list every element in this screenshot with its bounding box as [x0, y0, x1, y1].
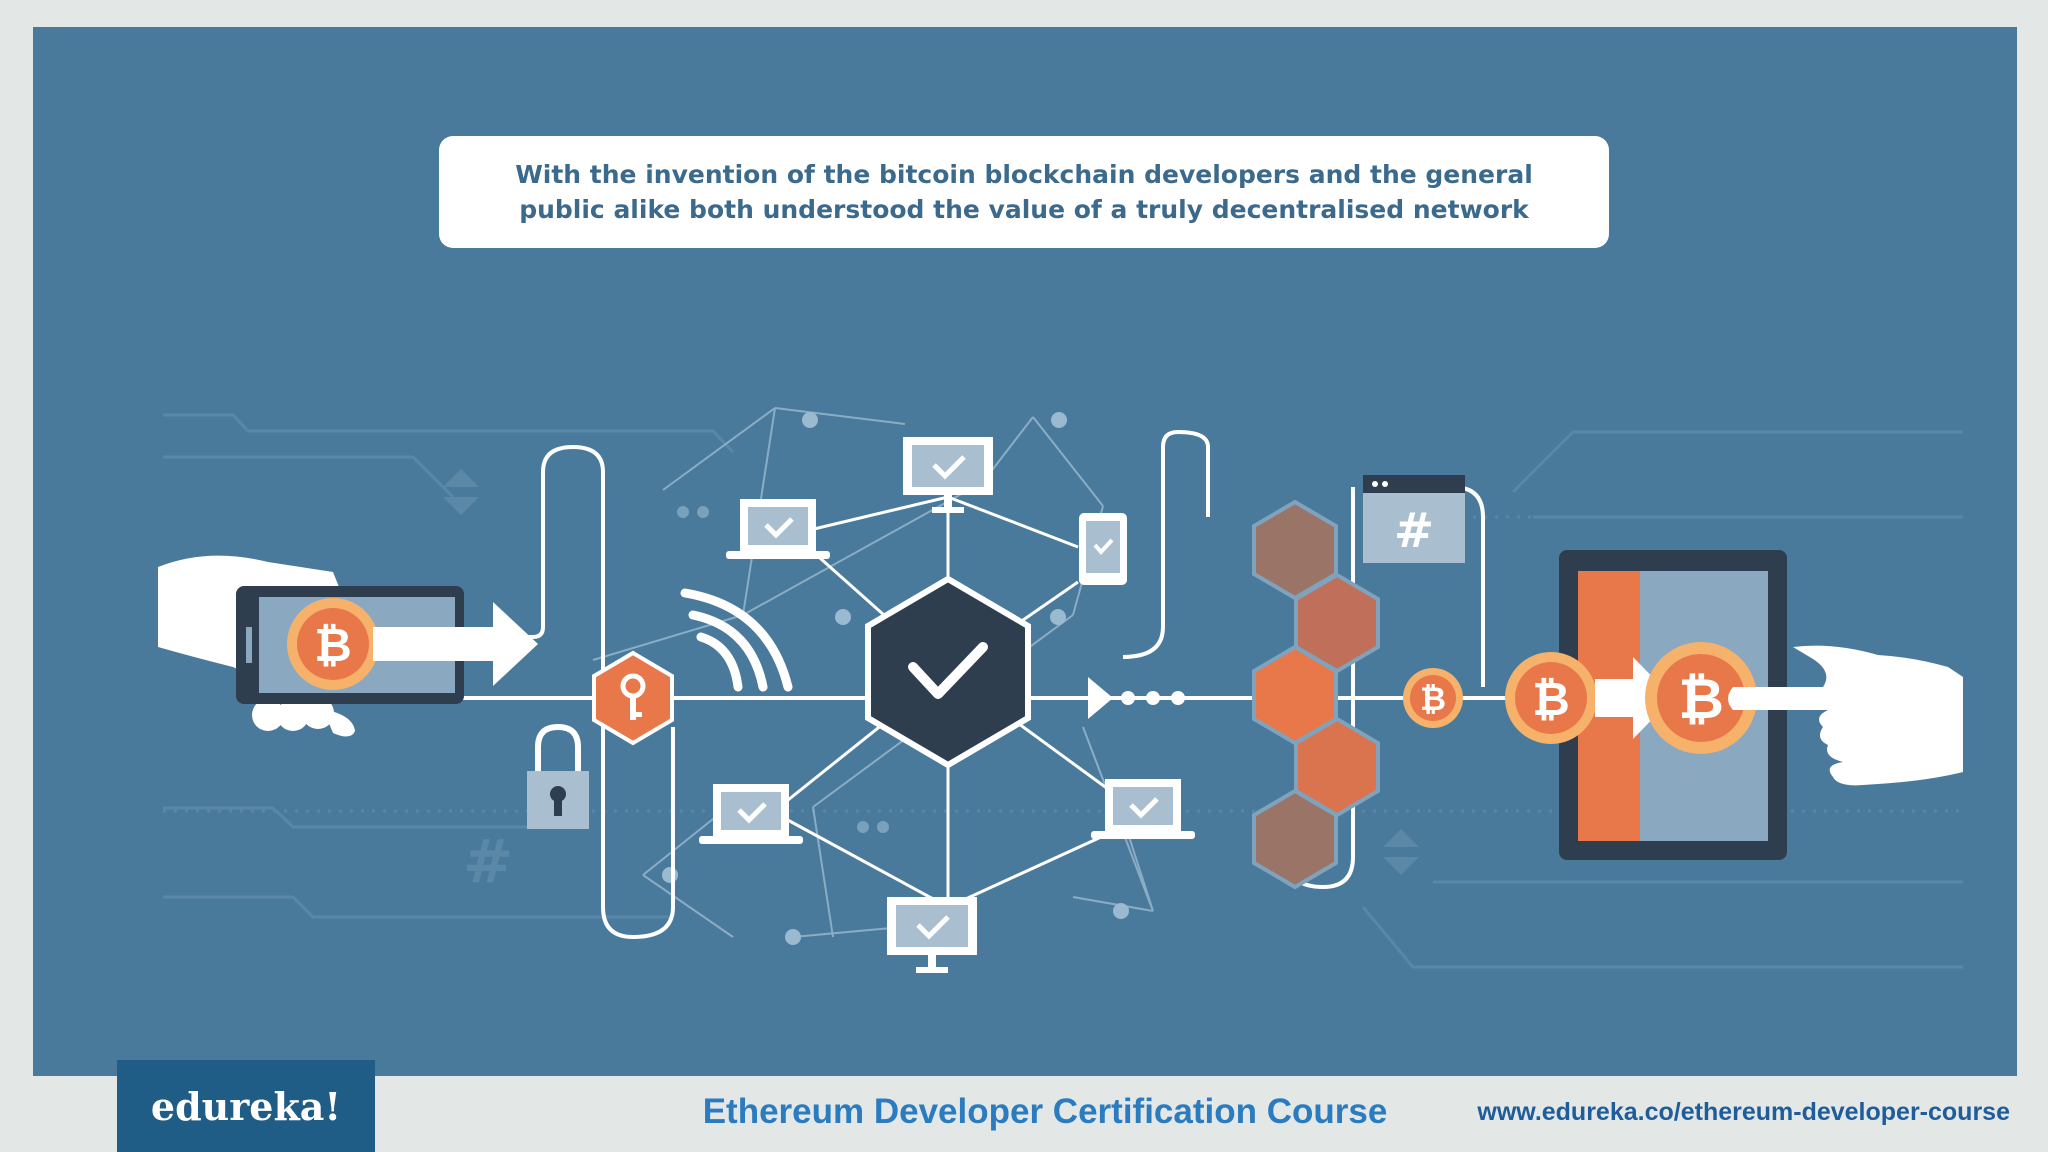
send-arrow-icon — [373, 602, 538, 686]
bitcoin-icon: ₿ — [1505, 652, 1597, 744]
laptop-icon — [1091, 779, 1195, 839]
laptop-icon — [726, 499, 830, 559]
svg-text:₿: ₿ — [1678, 667, 1724, 732]
wifi-icon — [680, 588, 793, 692]
transfer-arrow-icon — [1595, 657, 1673, 739]
pointing-hand-icon — [1728, 645, 1963, 786]
network-nodes — [662, 412, 1129, 945]
key-icon — [592, 650, 674, 746]
flow-arrow-icon — [1088, 677, 1113, 719]
blockchain-illustration: # — [158, 407, 1963, 973]
lock-icon — [527, 723, 589, 829]
monitor-icon — [887, 897, 977, 973]
faint-arrows — [443, 469, 1419, 875]
monitor-icon — [903, 437, 993, 513]
course-url-link[interactable]: www.edureka.co/ethereum-developer-course — [1477, 1098, 2010, 1126]
caption-box: With the invention of the bitcoin blockc… — [439, 136, 1609, 248]
laptop-icon — [699, 784, 803, 844]
svg-text:₿: ₿ — [1420, 680, 1446, 718]
edureka-logo[interactable]: edureka! — [117, 1060, 375, 1152]
ellipsis-dots — [1121, 691, 1185, 705]
svg-text:#: # — [1394, 503, 1434, 559]
mobile-icon — [1079, 513, 1127, 585]
logo-text: edureka! — [150, 1083, 342, 1129]
hexagon-chain-icon — [1252, 499, 1380, 890]
faint-hash-icon: # — [463, 827, 513, 897]
checkmark-icon — [865, 575, 1031, 769]
bitcoin-icon: ₿ — [1645, 642, 1757, 754]
caption-text: With the invention of the bitcoin blockc… — [515, 160, 1533, 224]
slide: With the invention of the bitcoin blockc… — [33, 27, 2017, 1076]
svg-text:#: # — [463, 827, 513, 897]
bitcoin-icon: ₿ — [287, 598, 379, 690]
svg-text:₿: ₿ — [1532, 672, 1570, 726]
bitcoin-icon: ₿ — [1403, 668, 1463, 728]
hash-window-icon: # — [1363, 475, 1465, 563]
svg-text:₿: ₿ — [314, 618, 352, 672]
course-title: Ethereum Developer Certification Course — [702, 1092, 1388, 1131]
